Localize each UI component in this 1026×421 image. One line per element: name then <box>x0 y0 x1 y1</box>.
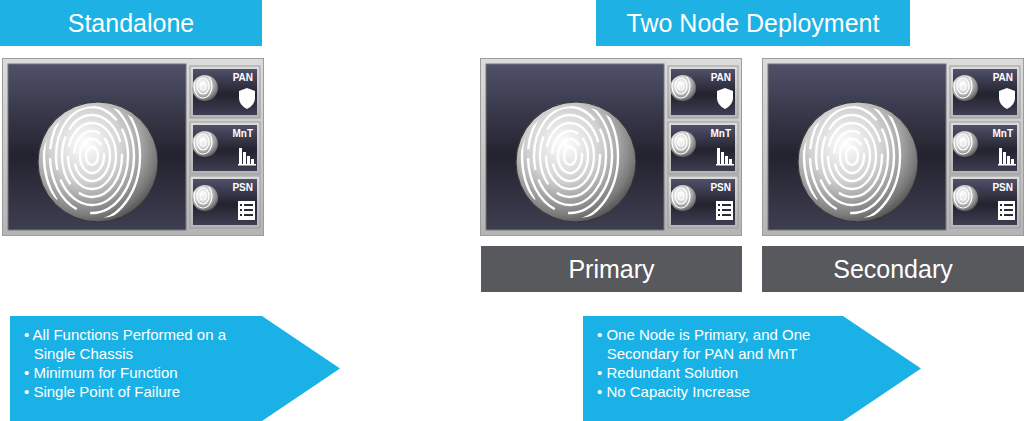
module-tile: MnT <box>190 122 260 174</box>
role-text: Secondary <box>833 255 953 284</box>
module-label: MnT <box>668 128 731 139</box>
header-text: Two Node Deployment <box>627 9 880 38</box>
bullet-text: • All Functions Performed on a Single Ch… <box>24 325 264 363</box>
bullet-text: • Minimum for Function <box>24 363 264 382</box>
module-label: PAN <box>190 72 253 83</box>
bullet-text: • One Node is Primary, and One Secondary… <box>597 325 845 363</box>
section-header: Standalone <box>0 0 262 46</box>
module-label: PAN <box>950 72 1013 83</box>
appliance-chassis <box>3 59 264 236</box>
bullet-text: • No Capacity Increase <box>597 382 845 401</box>
role-label: Primary <box>481 246 742 292</box>
header-text: Standalone <box>68 9 195 38</box>
module-label: PSN <box>950 182 1013 193</box>
appliance-chassis <box>481 59 742 236</box>
bullet-text: • Redundant Solution <box>597 363 845 382</box>
callout-arrow: • One Node is Primary, and One Secondary… <box>583 316 921 421</box>
module-tile: MnT <box>950 122 1020 174</box>
role-text: Primary <box>568 255 654 284</box>
module-tile: PSN <box>668 176 738 228</box>
module-label: MnT <box>190 128 253 139</box>
module-tile: PAN <box>950 66 1020 118</box>
module-tile: PSN <box>950 176 1020 228</box>
module-label: MnT <box>950 128 1013 139</box>
module-tile: PAN <box>668 66 738 118</box>
arrow-fill <box>583 316 921 421</box>
role-label: Secondary <box>762 246 1024 292</box>
bullet-text: • Single Point of Failure <box>24 382 264 401</box>
section-header: Two Node Deployment <box>596 0 910 46</box>
callout-arrow: • All Functions Performed on a Single Ch… <box>10 316 340 421</box>
arrow-fill <box>10 316 340 421</box>
module-label: PAN <box>668 72 731 83</box>
module-label: PSN <box>190 182 253 193</box>
appliance-chassis <box>763 59 1024 236</box>
module-tile: MnT <box>668 122 738 174</box>
module-tile: PAN <box>190 66 260 118</box>
module-label: PSN <box>668 182 731 193</box>
module-tile: PSN <box>190 176 260 228</box>
